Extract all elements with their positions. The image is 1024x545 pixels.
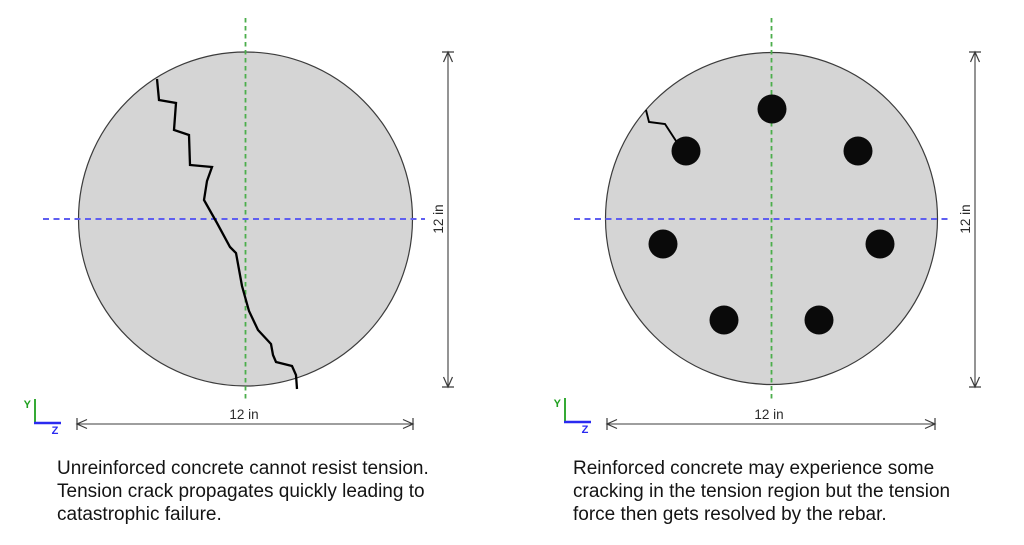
caption-line: cracking in the tension region but the t… xyxy=(573,481,951,502)
caption-line: Tension crack propagates quickly leading… xyxy=(57,481,425,502)
width-dimension-label: 12 in xyxy=(229,407,258,422)
height-dimension-label: 12 in xyxy=(431,204,446,233)
y-axis-label: Y xyxy=(24,399,32,411)
caption-line: force then gets resolved by the rebar. xyxy=(573,504,887,525)
rebar-dot xyxy=(709,305,739,335)
axis-triad: Y Z xyxy=(554,398,591,436)
rebar-group xyxy=(648,94,895,335)
rebar-dot xyxy=(671,136,701,166)
axis-triad: Y Z xyxy=(24,399,61,437)
reinforced-section-group: 12 in 12 in Y Z xyxy=(554,18,981,436)
z-axis-label: Z xyxy=(52,425,59,437)
caption-line: Unreinforced concrete cannot resist tens… xyxy=(57,458,429,479)
rebar-dot xyxy=(648,229,678,259)
reinforced-caption: Reinforced concrete may experience some … xyxy=(573,457,983,526)
tension-crack xyxy=(155,78,299,390)
rebar-dot xyxy=(757,94,787,124)
rebar-dot xyxy=(843,136,873,166)
y-axis-label: Y xyxy=(554,398,562,410)
small-tension-crack xyxy=(645,109,679,145)
caption-line: catastrophic failure. xyxy=(57,504,222,525)
z-axis-label: Z xyxy=(582,424,589,436)
width-dimension-label: 12 in xyxy=(754,407,783,422)
unreinforced-caption: Unreinforced concrete cannot resist tens… xyxy=(57,457,467,526)
rebar-dot xyxy=(865,229,895,259)
cross-section-drawing: 12 in 12 in Y Z xyxy=(24,18,981,437)
unreinforced-section-group: 12 in 12 in Y Z xyxy=(24,18,454,437)
rebar-dot xyxy=(804,305,834,335)
height-dimension-label: 12 in xyxy=(958,204,973,233)
caption-line: Reinforced concrete may experience some xyxy=(573,458,935,479)
